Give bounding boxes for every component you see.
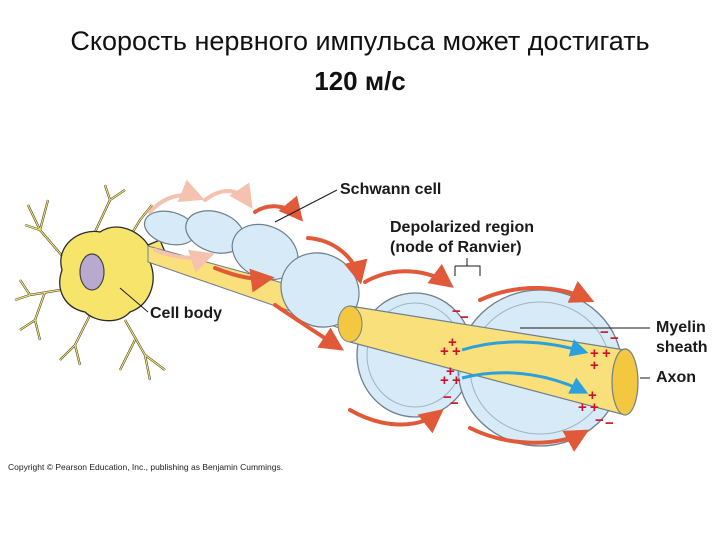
label-sheath: sheath xyxy=(656,339,708,356)
svg-text:+: + xyxy=(448,334,457,351)
svg-text:−: − xyxy=(460,309,469,326)
svg-text:+: + xyxy=(578,399,587,416)
svg-text:+: + xyxy=(446,363,455,380)
copyright-notice: Copyright © Pearson Education, Inc., pub… xyxy=(8,462,283,472)
svg-text:+: + xyxy=(590,399,599,416)
cell-body xyxy=(59,226,166,322)
label-depolarized-region: Depolarized region xyxy=(390,219,534,236)
past-impulse-arrows xyxy=(148,179,253,273)
svg-text:−: − xyxy=(605,415,614,432)
myelin-segments xyxy=(143,210,360,328)
svg-text:−: − xyxy=(452,303,461,320)
svg-text:+: + xyxy=(440,372,449,389)
myelin-cutaway xyxy=(337,289,639,447)
label-node-of-ranvier: (node of Ranvier) xyxy=(390,239,522,256)
svg-text:−: − xyxy=(600,324,609,341)
slide-title: Скорость нервного импульса может достига… xyxy=(70,26,650,56)
svg-text:+: + xyxy=(452,372,461,389)
label-axon: Axon xyxy=(656,369,696,386)
impulse-arrows xyxy=(213,195,595,452)
svg-text:−: − xyxy=(610,330,619,347)
leader-lines xyxy=(119,189,650,379)
svg-text:+: + xyxy=(590,345,599,362)
slide-subtitle-speed: 120 м/с xyxy=(314,66,406,96)
svg-text:+: + xyxy=(452,343,461,360)
svg-text:+: + xyxy=(588,387,597,404)
axon-cut-end xyxy=(611,348,639,416)
svg-text:+: + xyxy=(590,357,599,374)
svg-text:−: − xyxy=(595,412,604,429)
nucleus xyxy=(79,253,105,291)
svg-text:+: + xyxy=(602,345,611,362)
svg-text:−: − xyxy=(450,395,459,412)
svg-text:−: − xyxy=(443,389,452,406)
label-myelin: Myelin xyxy=(656,319,706,336)
label-cell-body: Cell body xyxy=(150,305,222,322)
label-schwann-cell: Schwann cell xyxy=(340,181,441,198)
local-current-arrows xyxy=(461,339,589,394)
svg-text:+: + xyxy=(440,343,449,360)
membrane-charges: − − + + + + + + − − − − + + + + + + − − xyxy=(440,303,619,432)
